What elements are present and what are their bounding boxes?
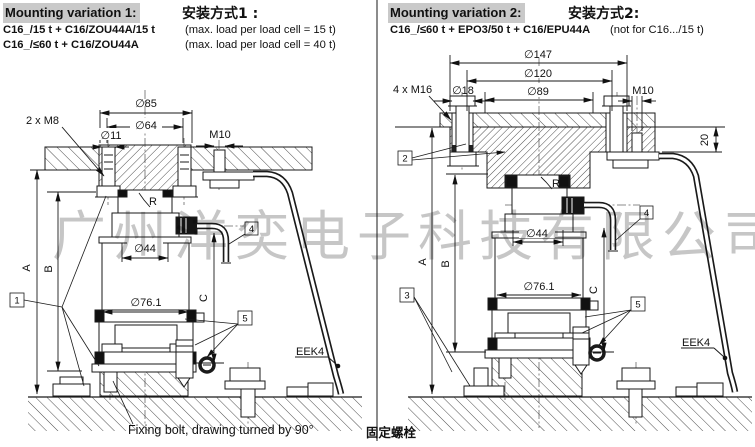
dim-m16-label: 4 x M16 — [393, 84, 432, 96]
base-step-block — [52, 376, 91, 397]
panel1-title: Mounting variation 1: — [3, 3, 141, 23]
side-fixing-bolt — [572, 326, 590, 375]
load-cell-cable — [584, 201, 617, 250]
panel1-spec2-model: C16_/≤60 t + C16/ZOU44A — [3, 39, 139, 51]
dim-m10-label: M10 — [209, 129, 230, 141]
panel1-title-cn: 安装方式1 : — [182, 6, 259, 22]
dim-d761-label: ∅76.1 — [524, 281, 555, 293]
balloon-4-label: 4 — [644, 208, 649, 219]
balloon-1 — [9, 292, 25, 308]
base-step-block — [463, 367, 505, 397]
balloon-3 — [399, 287, 415, 303]
dim-20-label: 20 — [699, 134, 711, 146]
panel2-spec1-model: C16_/≤60 t + EPO3/50 t + C16/EPU44A — [390, 24, 591, 36]
balloon-5 — [630, 296, 646, 312]
dim-d18-label: ∅18 — [452, 85, 474, 97]
dim-d64-label: ∅64 — [135, 120, 157, 132]
variation2-drawing — [395, 55, 752, 431]
m16-leader — [428, 95, 452, 121]
balloon-4-label: 4 — [249, 224, 254, 235]
anchor-bolt — [224, 367, 266, 418]
panel2-title: Mounting variation 2: — [388, 3, 526, 23]
dim-d120-label: ∅120 — [524, 68, 552, 80]
eek4-label: EEK4 — [296, 346, 324, 358]
dim-d11-label: ∅11 — [100, 130, 121, 142]
panel2-header: Mounting variation 2: — [388, 3, 526, 23]
dim-a-label: A — [21, 264, 33, 272]
m16-bolt — [447, 95, 479, 167]
variation1-drawing — [9, 90, 362, 431]
panel1-header: Mounting variation 1: — [3, 3, 141, 23]
conduit-foot — [675, 382, 724, 397]
dim-c-label: C — [198, 294, 210, 302]
dim-b-label: B — [43, 265, 55, 272]
dim-c-label: C — [588, 286, 600, 294]
fixing-bolt — [103, 371, 118, 393]
dim-d44-label: ∅44 — [526, 228, 548, 240]
balloon-4 — [244, 221, 259, 236]
balloon-4 — [639, 205, 654, 220]
ceiling-section — [44, 146, 100, 171]
panel1-spec1-note: (max. load per load cell = 15 t) — [185, 24, 336, 36]
dim-m10-label: M10 — [632, 85, 653, 97]
footer-leader — [112, 380, 134, 425]
m8-leader — [61, 126, 105, 177]
footer-caption-cn: 固定螺栓 — [366, 425, 417, 440]
balloon-5-label: 5 — [635, 300, 640, 311]
dim-d85-label: ∅85 — [135, 98, 157, 110]
m8-bolt — [95, 146, 122, 198]
m10-stud-bracket — [606, 132, 660, 169]
r-leader — [540, 176, 553, 190]
r-leader — [138, 192, 151, 208]
footer-caption-en: Fixing bolt, drawing turned by 90° — [128, 423, 314, 437]
panel1-spec1-model: C16_/15 t + C16/ZOU44A/15 t — [3, 24, 156, 36]
floor-hatch — [28, 397, 362, 431]
side-fixing-bolt — [175, 339, 194, 388]
eek4-label: EEK4 — [682, 337, 710, 349]
eek4-conduit — [253, 170, 345, 395]
dim-d44-label: ∅44 — [134, 243, 156, 255]
fixing-bolt — [498, 357, 512, 379]
conduit-foot — [286, 382, 334, 397]
balloon-1-label: 1 — [14, 296, 19, 307]
dim-d89-label: ∅89 — [527, 86, 549, 98]
dim-m8-label: 2 x M8 — [26, 115, 59, 127]
dim-d147-label: ∅147 — [524, 49, 552, 61]
dim-a-label: A — [417, 258, 429, 266]
panel1-spec2-note: (max. load per load cell = 40 t) — [185, 39, 336, 51]
anchor-bolt — [616, 367, 656, 418]
ceiling-section — [190, 146, 313, 171]
panel2-title-cn: 安装方式2: — [568, 6, 640, 22]
panel2-spec1-note: (not for C16.../15 t) — [610, 24, 704, 36]
dim-r-label: R — [149, 196, 157, 208]
dim-d761-label: ∅76.1 — [131, 297, 162, 309]
load-cell-cable — [197, 222, 230, 262]
balloon-5 — [237, 310, 253, 326]
floor-hatch — [408, 397, 752, 431]
dim-b-label: B — [440, 260, 452, 267]
balloon-2 — [397, 150, 413, 166]
cable-gland — [561, 196, 585, 215]
balloon-5-label: 5 — [242, 314, 247, 325]
balloon-3-label: 3 — [404, 291, 409, 302]
m8-bolt — [171, 146, 198, 198]
dim-r-label: R — [552, 178, 560, 190]
balloon-2-label: 2 — [402, 154, 407, 165]
